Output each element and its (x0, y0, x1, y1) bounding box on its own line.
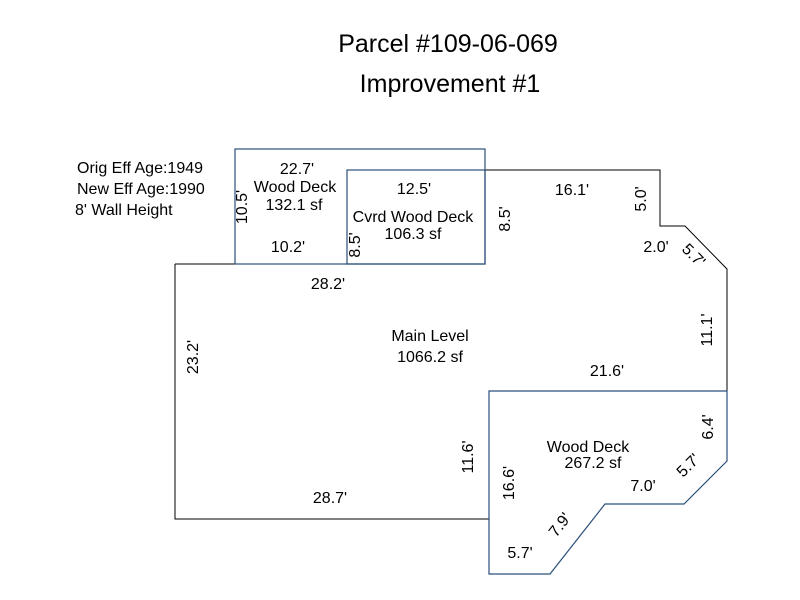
dim-deck-bottom-right: 6.4' (700, 414, 717, 439)
covered-wood-deck-outline (346, 169, 486, 265)
dim-deck-top-height: 10.5' (234, 190, 251, 224)
wood-deck-bottom-outline (488, 390, 728, 575)
dim-main-notch-vertical: 11.6' (460, 440, 477, 473)
dim-deck-bottom-diag-left: 7.9' (546, 510, 575, 540)
dim-main-step-vertical: 5.0' (633, 186, 650, 211)
dim-deck-bottom-diag-right: 5.7' (674, 451, 704, 481)
wood-deck-bottom-label: Wood Deck (547, 439, 630, 456)
wood-deck-top-label: Wood Deck (254, 179, 337, 196)
dim-main-left: 23.2' (185, 340, 202, 374)
wood-deck-bottom-area: 267.2 sf (565, 455, 622, 472)
dim-main-top-right: 16.1' (555, 182, 589, 199)
dim-cvrd-left: 8.5' (347, 232, 364, 257)
main-level-area: 1066.2 sf (397, 349, 463, 366)
wall-height: 8' Wall Height (75, 202, 173, 219)
dim-main-inner-horizontal: 21.6' (590, 363, 624, 380)
covered-wood-deck-label: Cvrd Wood Deck (353, 209, 475, 226)
dim-main-bottom: 28.7' (313, 490, 347, 507)
dim-deck-top-width: 22.7' (280, 161, 314, 178)
improvement-title: Improvement #1 (360, 70, 541, 98)
dim-main-mid-vertical: 8.5' (497, 206, 514, 231)
dim-deck-bottom-left: 16.6' (501, 466, 518, 500)
parcel-title: Parcel #109-06-069 (338, 30, 558, 58)
wood-deck-top-area: 132.1 sf (266, 197, 323, 214)
main-level-label: Main Level (391, 328, 468, 345)
new-eff-age: New Eff Age:1990 (77, 181, 205, 198)
dim-deck-top-bottom: 10.2' (271, 239, 305, 256)
dim-deck-bottom-base: 5.7' (507, 545, 532, 562)
orig-eff-age: Orig Eff Age:1949 (77, 160, 203, 177)
dim-main-right: 11.1' (699, 313, 716, 346)
covered-wood-deck-area: 106.3 sf (385, 226, 442, 243)
dim-deck-bottom-inner: 7.0' (630, 478, 655, 495)
dim-cvrd-top: 12.5' (397, 181, 431, 198)
dim-main-top-left: 28.2' (311, 276, 345, 293)
dim-main-step-horizontal: 2.0' (643, 239, 668, 256)
